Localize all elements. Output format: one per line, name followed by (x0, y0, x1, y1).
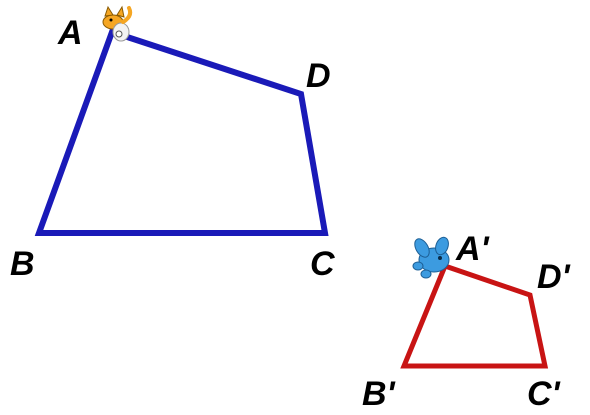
dog-sprite-icon (412, 236, 450, 279)
vertex-label-c-prime: C' (527, 375, 562, 413)
vertex-label-b-prime: B' (362, 375, 397, 413)
vertex-label-c: C (310, 245, 335, 283)
vertex-label-a: A (57, 14, 83, 52)
vertex-label-d-prime: D' (537, 258, 572, 296)
vertex-label-a-prime: A' (455, 230, 491, 268)
quadrilateral-abcd-prime (400, 262, 549, 369)
vertex-label-b: B (10, 245, 35, 283)
cat-sprite-icon (102, 5, 133, 42)
quadrilateral-abcd (34, 28, 329, 236)
vertex-label-d: D (306, 57, 331, 95)
